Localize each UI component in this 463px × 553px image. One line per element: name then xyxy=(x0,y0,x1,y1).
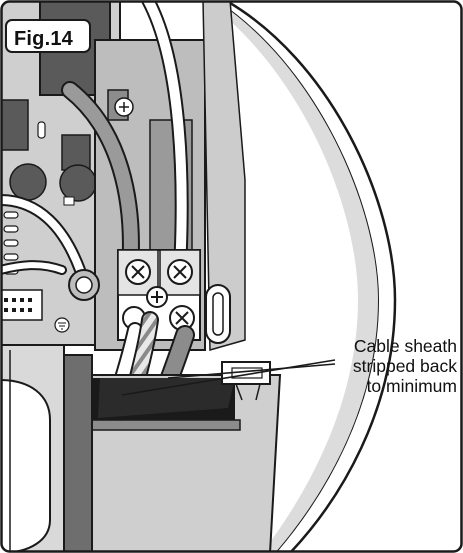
pcb-capacitor-2 xyxy=(59,164,97,202)
callout-line-1: Cable sheath xyxy=(353,336,457,356)
pcb-capacitor-1 xyxy=(9,163,47,201)
leader-line-1 xyxy=(121,359,336,396)
figure-label: Fig.14 xyxy=(14,28,73,50)
terminal-block xyxy=(117,249,201,341)
outer-casing xyxy=(220,1,462,552)
callout-text: Cable sheath stripped back to minimum xyxy=(307,336,457,396)
fig-label-tab xyxy=(5,19,91,53)
pcb-dark-component-1 xyxy=(1,99,29,151)
left-housing-column xyxy=(61,354,93,552)
earth-symbol xyxy=(54,317,70,333)
leader-line-2 xyxy=(167,363,336,379)
pcb-resistor xyxy=(37,121,46,139)
connector-block xyxy=(1,289,43,321)
callout-line-3: to minimum xyxy=(366,376,457,396)
left-cylinder xyxy=(1,378,51,552)
callout-line-2: stripped back xyxy=(352,356,457,376)
